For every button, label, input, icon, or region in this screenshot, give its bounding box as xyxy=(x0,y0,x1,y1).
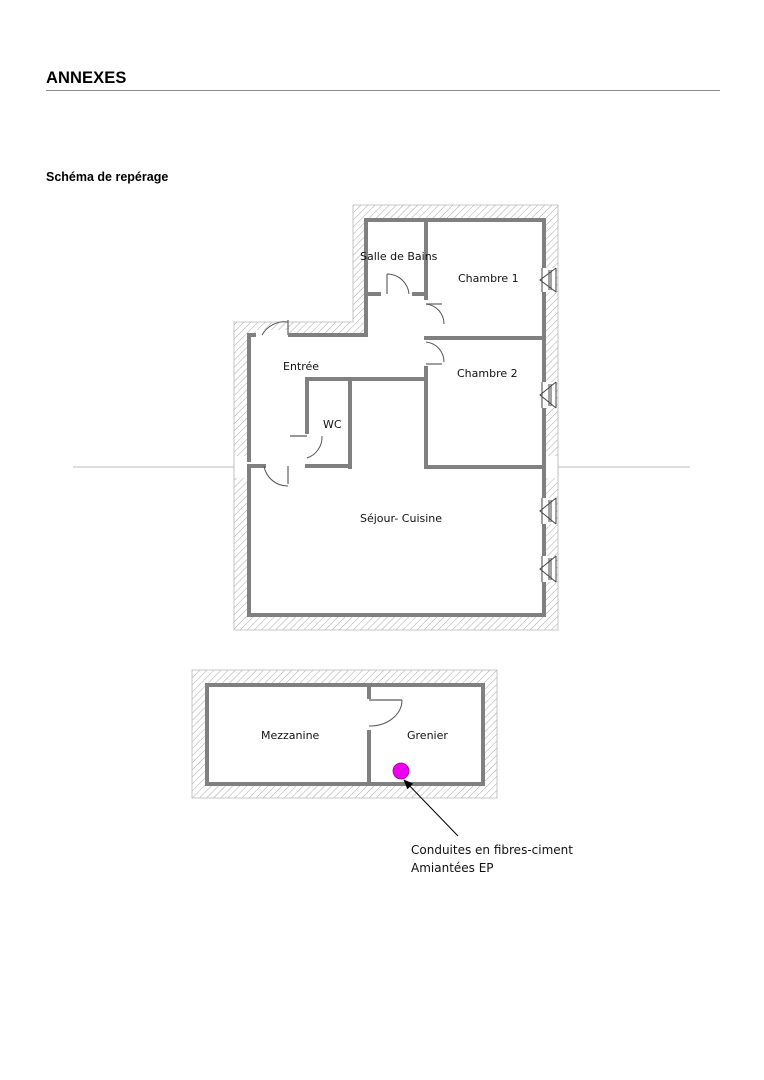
room-label-chambre-2: Chambre 2 xyxy=(457,367,518,380)
door-wc xyxy=(290,435,323,459)
door-grenier xyxy=(368,699,403,727)
door-living-room xyxy=(263,465,289,487)
room-label-grenier: Grenier xyxy=(407,729,448,742)
asbestos-marker xyxy=(392,762,410,780)
window-living-room-2 xyxy=(539,555,557,583)
door-bedroom-1 xyxy=(425,303,445,325)
annotation-line-1: Conduites en fibres-ciment xyxy=(411,843,573,857)
door-bedroom-2 xyxy=(425,341,445,365)
window-bedroom-1 xyxy=(539,267,557,293)
room-label-salle-de-bains: Salle de Bains xyxy=(360,250,438,263)
title-divider xyxy=(46,90,720,91)
room-label-entree: Entrée xyxy=(283,360,319,373)
room-label-wc: WC xyxy=(323,418,342,431)
annotation-line-2: Amiantées EP xyxy=(411,861,494,875)
page-title: ANNEXES xyxy=(46,69,127,87)
window-bedroom-2 xyxy=(539,381,557,409)
interior-walls xyxy=(247,218,546,469)
upper-floor-plan: Mezzanine Grenier Conduites en fibres-ci… xyxy=(191,669,573,875)
exterior-wall-hatch xyxy=(233,204,559,631)
door-entrance xyxy=(261,320,289,336)
ground-floor-plan: Salle de Bains Chambre 1 Entrée Chambre … xyxy=(73,204,690,631)
room-label-sejour-cuisine: Séjour- Cuisine xyxy=(360,512,442,525)
exterior-wall xyxy=(247,218,546,617)
upper-wall-hatch xyxy=(191,669,498,799)
annotation-arrow xyxy=(403,779,459,837)
door-bathroom xyxy=(386,273,410,295)
upper-exterior-wall xyxy=(205,683,485,786)
window-living-room-1 xyxy=(539,497,557,525)
room-label-chambre-1: Chambre 1 xyxy=(458,272,519,285)
section-title: Schéma de repérage xyxy=(46,170,169,184)
room-label-mezzanine: Mezzanine xyxy=(261,729,320,742)
